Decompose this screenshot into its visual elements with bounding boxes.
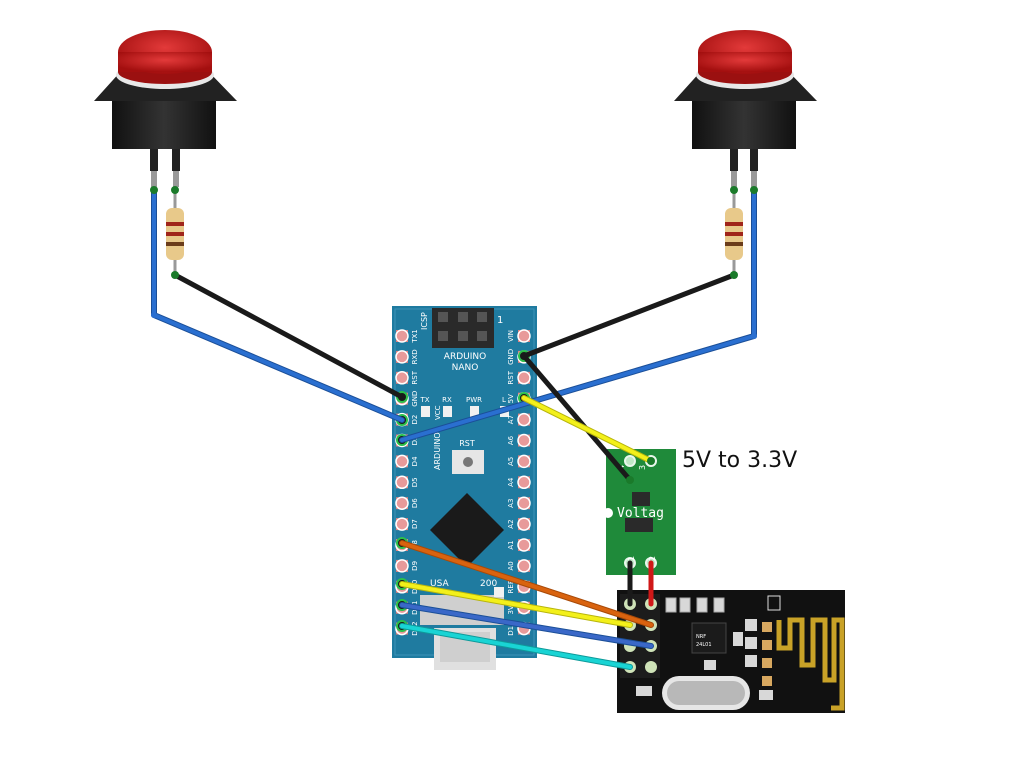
arduino-pin-label-right-a5: A5 [507, 457, 515, 466]
regulator-caption: 5V to 3.3V [682, 448, 798, 473]
arduino-pin-label-right-3v3: 3V3 [507, 601, 515, 615]
regulator-pin-3-label: 3 [638, 465, 647, 470]
usa-label: USA [430, 579, 449, 589]
arduino-pin-label-left-d6: D6 [411, 498, 419, 508]
arduino-pin-left-tx1 [395, 329, 409, 343]
arduino-pin-label-left-d2: D2 [411, 415, 419, 425]
board-name-line1: ARDUINO [444, 352, 486, 362]
nrf24-radio-module: NRF 24L01 [617, 590, 845, 713]
arduino-pin-left-d4 [395, 454, 409, 469]
wire-left-resistor-to-gnd [172, 272, 405, 400]
arduino-pin-right-a0 [517, 559, 531, 573]
radio-chip-text1: NRF [696, 634, 706, 640]
radio-chip [691, 622, 727, 654]
led-tx-label: TX [419, 396, 429, 404]
board-name-line2: NANO [452, 363, 479, 373]
arduino-pin-label-right-ref: REF [507, 580, 515, 593]
arduino-pin-left-d7 [395, 517, 409, 531]
regulator-label: Voltag [617, 506, 664, 521]
regulator-pin-1-label: 1 [627, 556, 636, 561]
arduino-pin-label-left-d5: D5 [411, 477, 419, 487]
arduino-pin-right-a5 [517, 454, 531, 469]
arduino-pin-right-rst [517, 371, 531, 385]
arduino-pin-right-a4 [517, 475, 531, 490]
rst-button-label: RST [459, 439, 475, 448]
microcontroller-chip [430, 493, 504, 567]
led-rx-label: RX [442, 396, 452, 404]
arduino-pin-label-left-gnd: GND [411, 391, 419, 407]
arduino-pin-left-rst [395, 371, 409, 385]
arduino-pin-label-right-5v: 5V [507, 394, 515, 403]
arduino-pin-label-left-tx1: TX1 [411, 329, 419, 344]
regulator-chip [632, 492, 650, 506]
wire-gnd-to-regulator [521, 353, 633, 483]
pcb-antenna [776, 617, 845, 711]
right-push-button [674, 30, 817, 187]
arduino-pin-label-right-a2: A2 [507, 519, 515, 528]
regulator-pin-2-label: 2 [648, 556, 657, 561]
arduino-pin-right-a3 [517, 496, 531, 510]
arduino-pin-label-left-d9: D9 [411, 561, 419, 571]
arduino-pin-label-left-d3: D3 [411, 436, 419, 446]
arduino-pin-label-left-rst: RST [411, 370, 419, 384]
led-pwr-label: PWR [466, 396, 482, 404]
arduino-pin-left-rxd [395, 350, 409, 364]
led-l-label: L [502, 396, 506, 404]
icsp-header [432, 308, 494, 348]
arduino-pin-right-a6 [517, 433, 531, 448]
arduino-pin-label-left-d7: D7 [411, 519, 419, 529]
arduino-pin-label-right-a1: A1 [507, 540, 515, 549]
arduino-pin-label-right-rst: RST [507, 370, 515, 384]
left-resistor [166, 190, 184, 275]
arduino-pin-label-right-a6: A6 [507, 435, 515, 445]
arduino-pin-left-d9 [395, 559, 409, 573]
arduino-pin-label-right-gnd: GND [507, 349, 515, 365]
arduino-pin-label-right-d13: D13 [507, 621, 515, 635]
right-resistor [725, 190, 743, 275]
wire-endpoints [150, 186, 758, 484]
arduino-pin-label-left-rxd: RXD [411, 349, 419, 364]
left-push-button [94, 30, 237, 187]
year-label: 200 [480, 579, 497, 589]
arduino-pin-left-d5 [395, 475, 409, 490]
icsp-pin-one: 1 [497, 315, 503, 326]
icsp-label: ICSP [420, 312, 429, 330]
arduino-pin-label-right-a3: A3 [507, 499, 515, 508]
arduino-pin-right-a2 [517, 517, 531, 531]
radio-chip-text2: 24L01 [696, 642, 712, 648]
arduino-pin-right-a1 [517, 538, 531, 552]
arduino-pin-label-right-a0: A0 [507, 561, 515, 570]
arduino-pin-label-right-a4: A4 [507, 477, 515, 487]
wire-right-resistor-to-gnd [521, 272, 737, 359]
arduino-pin-left-d6 [395, 496, 409, 510]
voltage-regulator-board: 4 3 1 2 Voltag [603, 449, 676, 575]
wires [151, 187, 757, 670]
arduino-pin-label-left-d4: D4 [411, 456, 419, 466]
vcc-label: VCC [434, 405, 442, 420]
board-vertical-text: ARDUINO [433, 432, 442, 470]
arduino-pin-right-vin [517, 329, 531, 343]
arduino-pin-label-right-vin: VIN [507, 330, 515, 342]
arduino-pin-label-right-a7: A7 [507, 415, 515, 424]
arduino-pin-right-a7 [517, 412, 531, 427]
wire-left-button-to-d2 [151, 187, 405, 423]
